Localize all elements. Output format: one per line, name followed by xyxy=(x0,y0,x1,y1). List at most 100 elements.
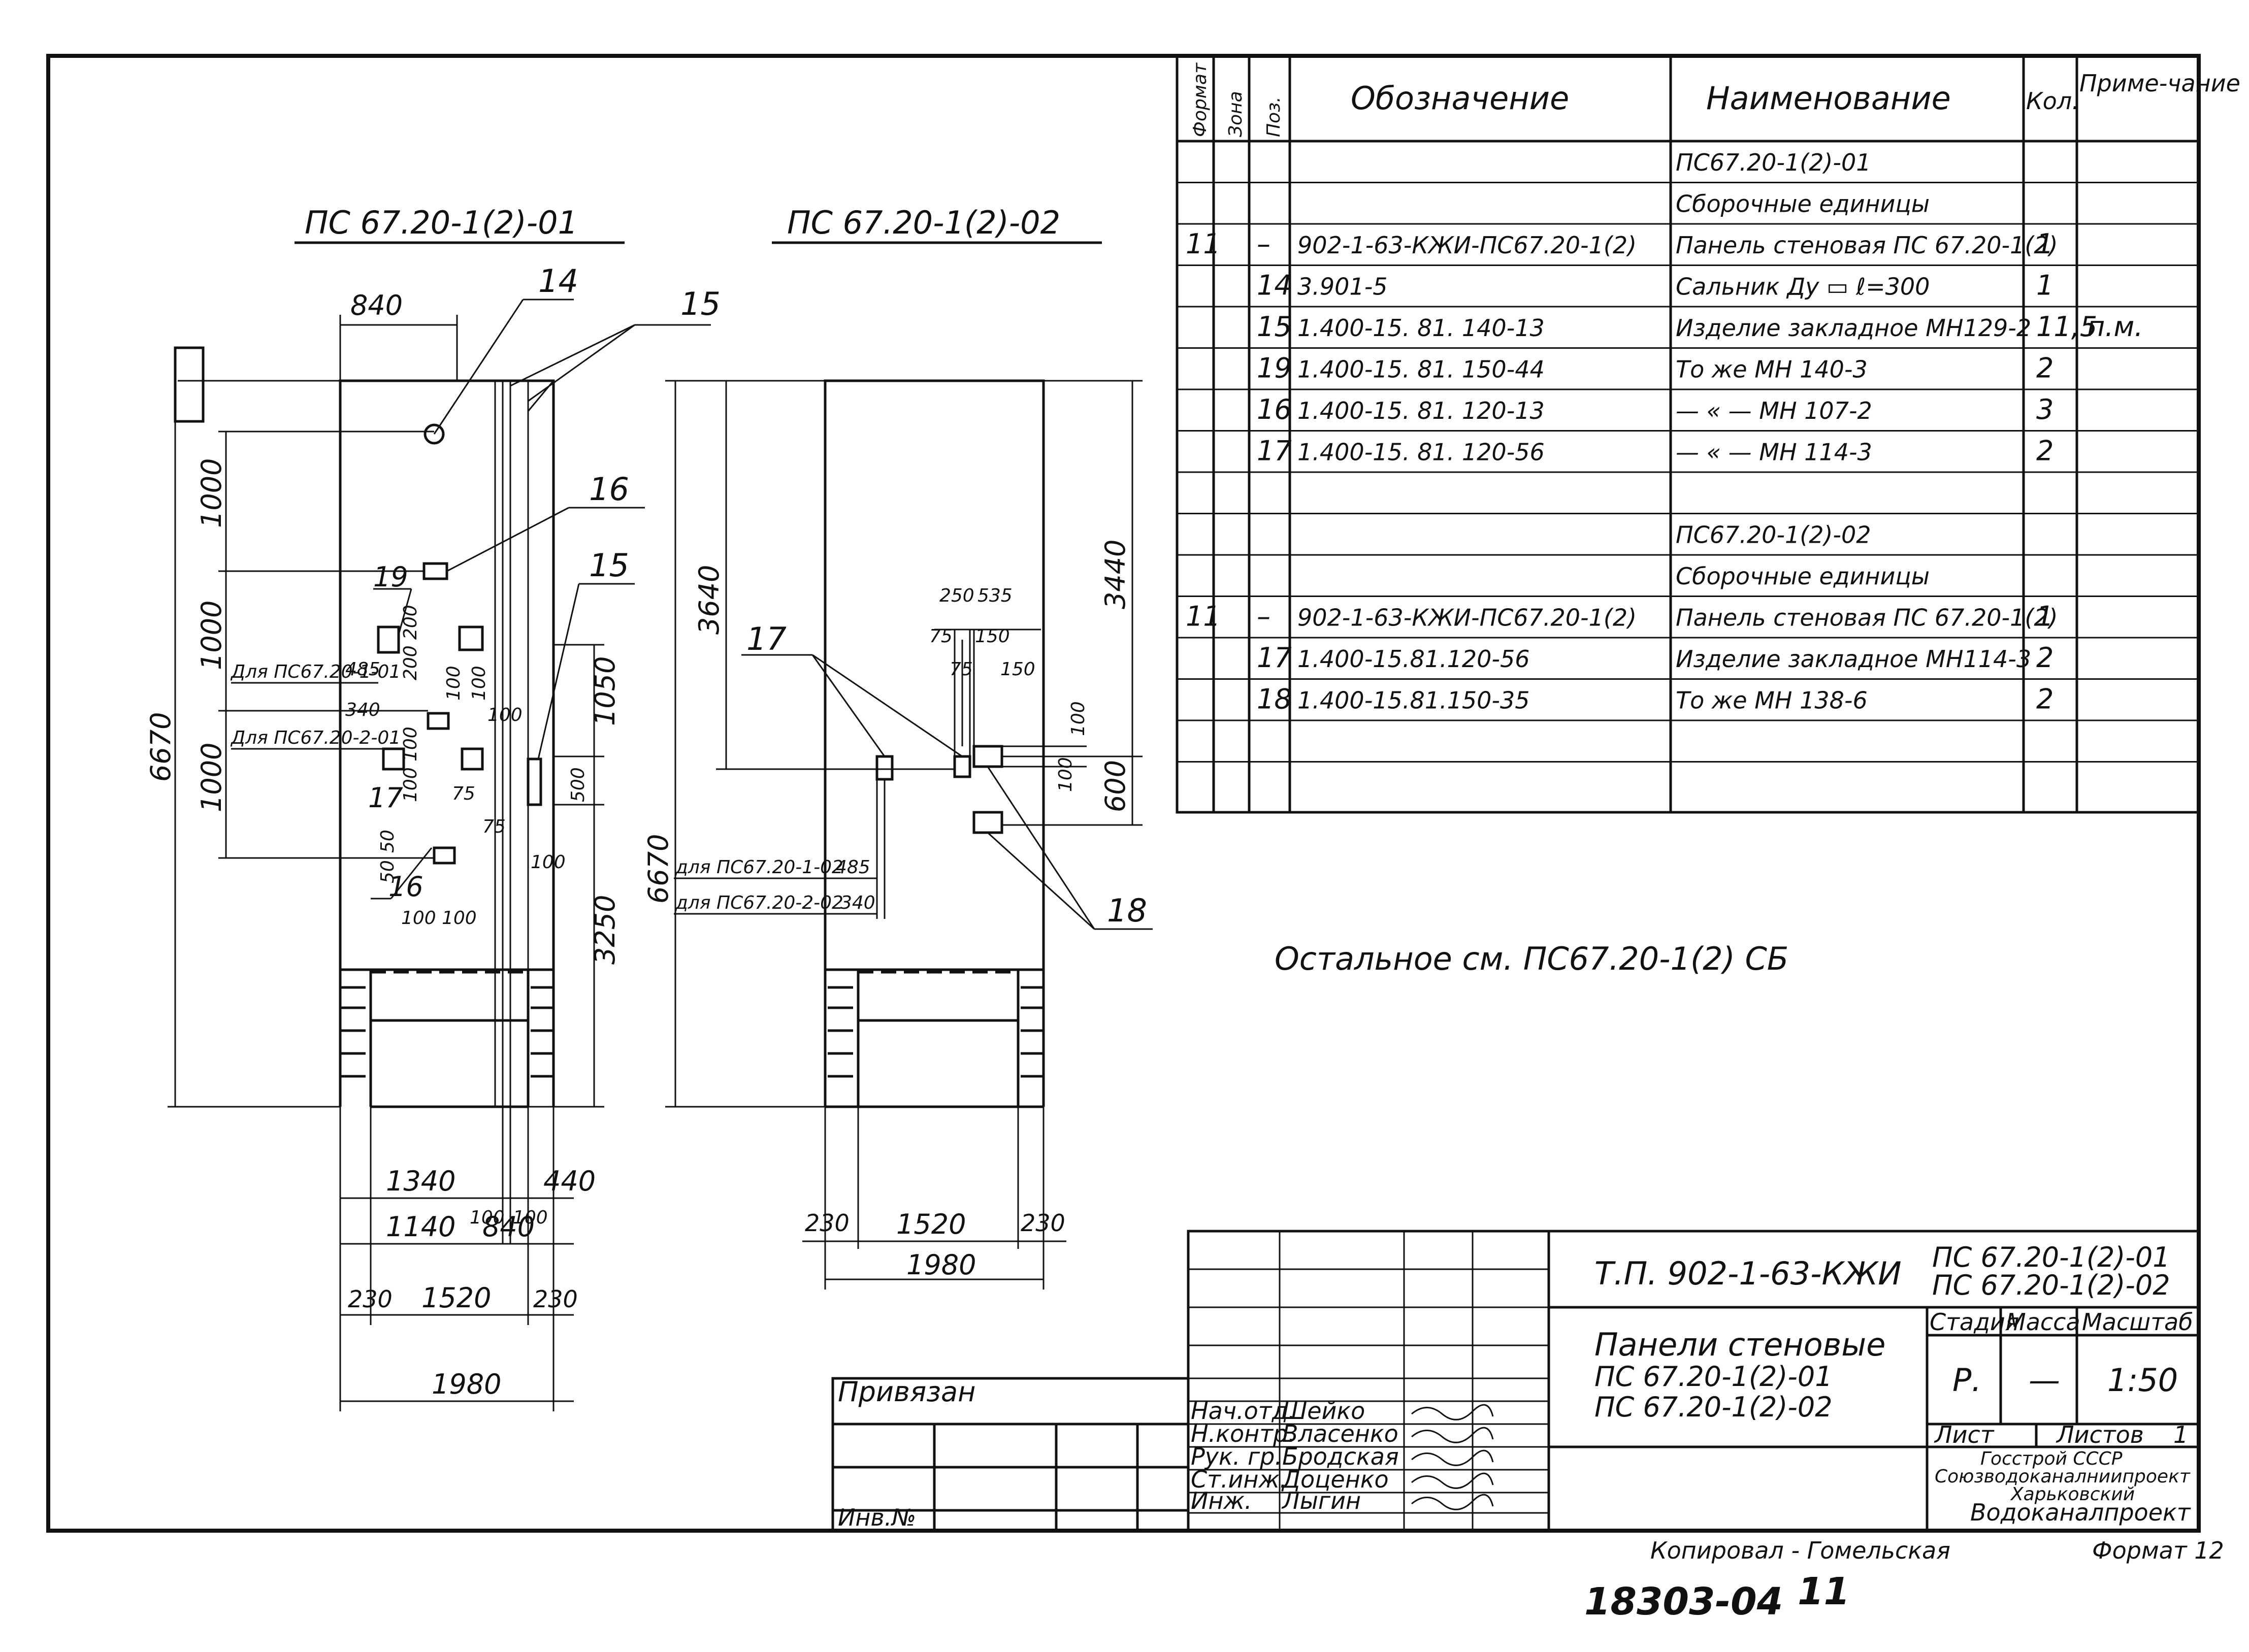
left-small-dim-14: 100 xyxy=(401,908,436,929)
left-small-dim-12: 50 xyxy=(377,830,398,853)
tb-mark-2: ПС 67.20-1(2)-02 xyxy=(1932,1269,2170,1301)
cell-pos: 17 xyxy=(1257,435,1292,467)
col-header-qty: Кол. xyxy=(2026,87,2079,115)
right-bottom-dim-230a: 230 xyxy=(805,1209,850,1237)
sleeve-symbol xyxy=(423,423,445,445)
tb-person-name: Доценко xyxy=(1281,1466,1389,1493)
right-bottom-dim-1520: 1520 xyxy=(896,1208,966,1240)
cell-name: Панель стеновая ПС 67.20-1(2) xyxy=(1676,604,2058,632)
tb-title-mark-1: ПС 67.20-1(2)-01 xyxy=(1594,1361,1833,1393)
left-callout-14: 14 xyxy=(538,262,578,300)
right-dim-right-2: 600 xyxy=(1099,760,1131,812)
left-small-dim-1: 485 xyxy=(345,659,380,680)
cell-pos: 16 xyxy=(1257,393,1292,425)
cell-name: Изделие закладное МН114-3 xyxy=(1676,645,2031,673)
cell-pos: 17 xyxy=(1257,642,1292,674)
left-small-dim-3: 200 xyxy=(400,605,421,640)
tb-person-role: Н.контр. xyxy=(1191,1420,1295,1447)
cell-name: То же МН 140-3 xyxy=(1676,356,1868,383)
left-bottom-dim-230a: 230 xyxy=(348,1285,393,1313)
right-label-for-02: для ПС67.20-2-02 xyxy=(675,893,843,913)
left-small-dim-16: 100 xyxy=(487,705,523,725)
left-bottom-dim-440: 440 xyxy=(543,1165,596,1197)
cell-name: Сборочные единицы xyxy=(1676,190,1930,218)
left-small-dim-6: 100 xyxy=(469,666,490,701)
cell-pos: 14 xyxy=(1257,270,1292,302)
left-small-dim-9: 75 xyxy=(452,783,475,804)
right-bottom-dim-230b: 230 xyxy=(1021,1209,1065,1237)
right-label-for-01: для ПС67.20-1-02 xyxy=(675,857,843,878)
cell-designation: 3.901-5 xyxy=(1297,273,1388,301)
cell-qty: 1 xyxy=(2036,601,2054,633)
cell-designation: 1.400-15.81.150-35 xyxy=(1297,687,1530,714)
right-small-dim-2: 535 xyxy=(977,585,1013,606)
right-dim-right-1: 3440 xyxy=(1099,540,1131,609)
left-label-for-02: Для ПС67.20-2-01 xyxy=(230,728,401,748)
cell-name: — « — МН 114-3 xyxy=(1676,439,1872,466)
cell-designation: 1.400-15. 81. 120-13 xyxy=(1297,397,1545,424)
left-bottom-dim-1520: 1520 xyxy=(421,1282,491,1314)
left-bottom-dim-1340: 1340 xyxy=(386,1165,455,1197)
left-dim-part-3: 1000 xyxy=(195,743,227,812)
left-dim-top: 840 xyxy=(350,289,403,321)
col-header-name: Наименование xyxy=(1706,80,1951,117)
tb-sheets-label: Листов xyxy=(2056,1421,2144,1448)
left-small-dim-4: 200 xyxy=(400,645,421,680)
note-see-assembly: Остальное см. ПС67.20-1(2) СБ xyxy=(1275,940,1788,977)
cell-designation: 1.400-15. 81. 120-56 xyxy=(1297,439,1545,466)
left-dim-right-2: 500 xyxy=(568,767,589,802)
tb-person-role: Рук. гр. xyxy=(1191,1443,1282,1470)
tb-mass: — xyxy=(2029,1362,2060,1399)
left-dim-right-1: 1050 xyxy=(589,656,621,726)
cell-qty: 1 xyxy=(2036,228,2054,260)
left-panel-body xyxy=(339,379,555,971)
left-view: ПС 67.20-1(2)-01 xyxy=(145,204,721,1411)
right-small-dim-3: 75 xyxy=(929,626,953,647)
cell-designation: 1.400-15. 81. 140-13 xyxy=(1297,314,1545,342)
right-callout-17: 17 xyxy=(746,620,787,657)
col-header-pos: Поз. xyxy=(1263,96,1284,137)
right-small-dim-1: 250 xyxy=(939,585,974,606)
cell-name: Панель стеновая ПС 67.20-1(2) xyxy=(1676,232,2058,259)
cell-name: Изделие закладное МН129-2 xyxy=(1676,314,2031,342)
tb-person-role: Ст.инж. xyxy=(1191,1466,1287,1493)
cell-name: Сборочные единицы xyxy=(1676,563,1930,590)
cell-qty: 2 xyxy=(2036,683,2054,715)
left-callout-17: 17 xyxy=(368,782,403,814)
tb-scale-header: Масштаб xyxy=(2082,1308,2193,1336)
tb-sheets-count: 1 xyxy=(2173,1421,2188,1448)
footer-format: Формат 12 xyxy=(2092,1537,2224,1564)
left-small-dim-13: 50 xyxy=(377,860,398,883)
cell-pos: 15 xyxy=(1257,311,1292,343)
tb-org-3: Харьковский xyxy=(2010,1484,2135,1505)
tb-mass-header: Масса xyxy=(2006,1308,2080,1336)
cell-format: 11 xyxy=(1186,228,1221,260)
footer-copied-by: Копировал - Гомельская xyxy=(1650,1537,1950,1564)
signature-mark xyxy=(1411,1404,1494,1420)
right-callout-18: 18 xyxy=(1107,892,1147,929)
left-small-dim-8: 100 xyxy=(400,767,421,802)
tb-title: Панели стеновые xyxy=(1594,1326,1885,1363)
cell-qty: 2 xyxy=(2036,435,2054,467)
right-dim-total: 6670 xyxy=(642,834,674,904)
left-bottom-dim-total: 1980 xyxy=(432,1368,501,1400)
tb-stage: Р. xyxy=(1952,1362,1981,1399)
tb-person-name: Лыгин xyxy=(1281,1487,1361,1514)
left-callout-15b: 15 xyxy=(589,547,629,584)
right-small-dim-8: 100 xyxy=(1055,757,1076,792)
tb-org-2: Союзводоканалниипроект xyxy=(1935,1466,2191,1487)
left-small-dim-10: 75 xyxy=(482,816,506,837)
tb-stage-header: Стадия xyxy=(1930,1308,2019,1336)
col-header-zone: Зона xyxy=(1225,91,1246,137)
spec-table: Формат Зона Поз. Обозначение Наименовани… xyxy=(1176,54,2240,814)
cell-pos: – xyxy=(1257,601,1270,633)
signature-mark xyxy=(1411,1427,1494,1443)
left-callout-16b: 16 xyxy=(388,871,423,903)
cell-qty: 2 xyxy=(2036,642,2054,674)
cell-name: То же МН 138-6 xyxy=(1676,687,1868,714)
left-dim-part-1: 1000 xyxy=(195,458,227,528)
col-header-designation: Обозначение xyxy=(1351,80,1569,117)
right-label-value-01: 485 xyxy=(835,857,870,878)
tb-sheet-label: Лист xyxy=(1934,1421,1995,1448)
